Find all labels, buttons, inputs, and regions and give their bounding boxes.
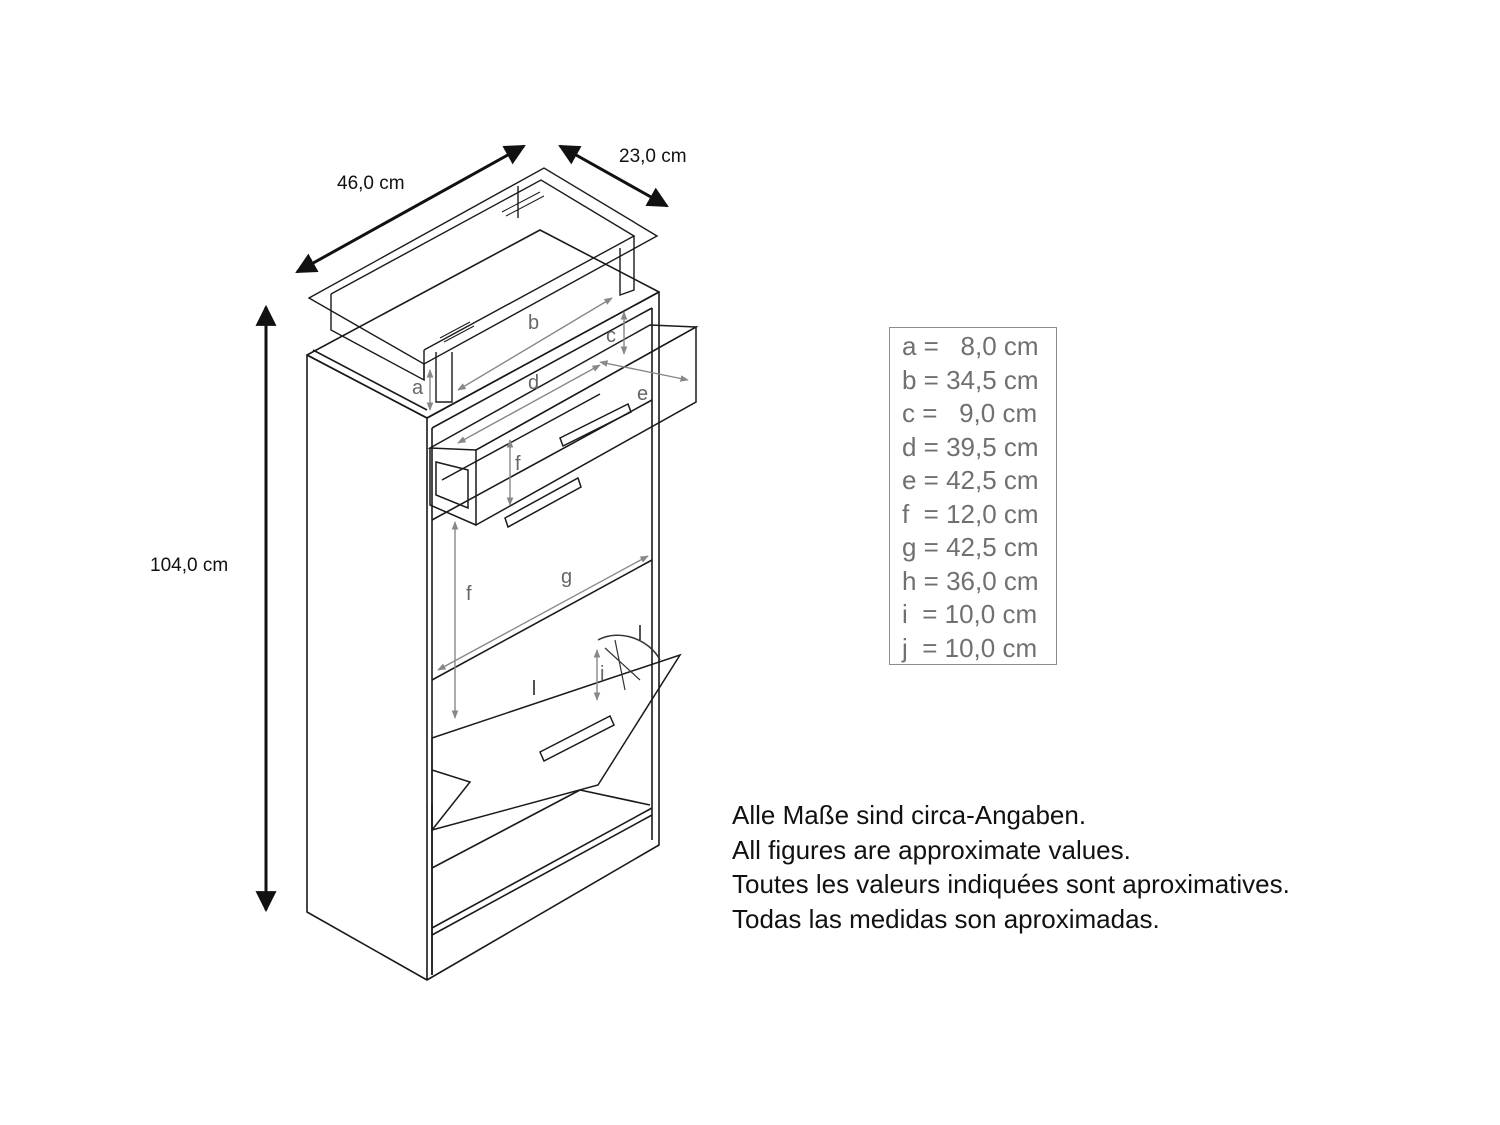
tilt-flap	[431, 625, 682, 831]
depth-arrow	[558, 144, 669, 208]
letter-c: c	[606, 325, 616, 347]
letter-f-lower: f	[466, 583, 472, 605]
width-label: 46,0 cm	[337, 173, 405, 194]
legend-row-b: b = 34,5 cm	[902, 364, 1039, 395]
note-english: All figures are approximate values.	[732, 834, 1131, 865]
width-arrow	[295, 144, 526, 274]
legend-row-g: g = 42,5 cm	[902, 532, 1039, 562]
dim-g-arrow	[437, 555, 649, 671]
dim-e-arrow	[599, 360, 689, 382]
legend-row-c: c = 9,0 cm	[902, 398, 1038, 428]
legend-row-j: j = 10,0 cm	[902, 632, 1038, 663]
height-label: 104,0 cm	[150, 555, 229, 576]
legend-row-e: e = 42,5 cm	[902, 465, 1039, 495]
legend-row-d: d = 39,5 cm	[902, 431, 1039, 462]
letter-g: g	[561, 566, 573, 588]
note-french: Toutes les valeurs indiquées sont aproxi…	[732, 869, 1290, 899]
note-german: Alle Maße sind circa-Angaben.	[732, 800, 1087, 830]
letter-e: e	[637, 383, 649, 405]
legend-row-a: a = 8,0 cm	[902, 331, 1039, 361]
top-tray	[307, 167, 659, 403]
letter-i: i	[600, 663, 605, 685]
dim-d-arrow	[457, 364, 601, 444]
legend-row-f: f = 12,0 cm	[902, 498, 1039, 529]
letter-b: b	[528, 312, 540, 334]
legend-row-i: i = 10,0 cm	[902, 599, 1038, 629]
inner-dimension-arrows	[426, 297, 689, 719]
outer-dimension-arrows	[255, 144, 669, 913]
approximate-values-note: Alle Maße sind circa-Angaben. All figure…	[732, 798, 1290, 936]
legend-row-h: h = 36,0 cm	[902, 565, 1039, 596]
note-spanish: Todas las medidas son aproximadas.	[732, 903, 1160, 934]
depth-label: 23,0 cm	[619, 146, 687, 167]
drawer	[427, 324, 699, 529]
letter-d: d	[528, 372, 540, 394]
letter-a: a	[412, 377, 424, 399]
dimension-legend: a = 8,0 cm b = 34,5 cm c = 9,0 cm d = 39…	[889, 327, 1057, 665]
letter-f-upper: f	[515, 453, 521, 475]
